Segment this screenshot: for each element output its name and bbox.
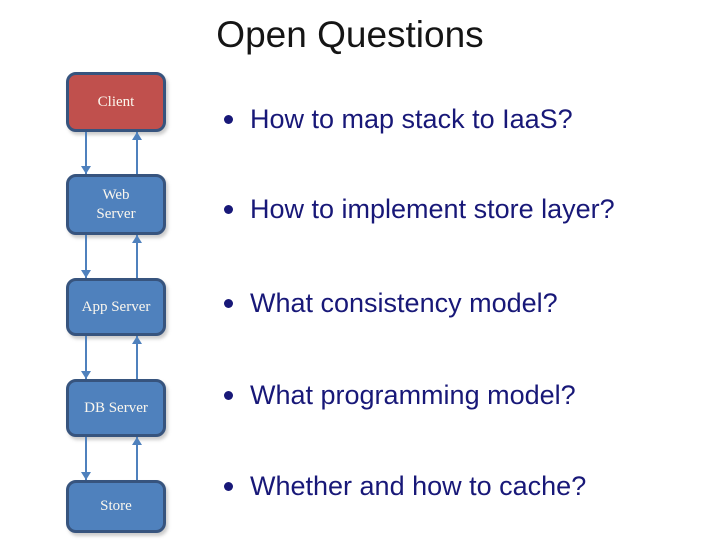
stack-node-label: Store: [100, 498, 132, 515]
bullet-item: What consistency model?: [224, 285, 558, 321]
bullet-text: What consistency model?: [250, 287, 558, 318]
connector-line-down: [85, 132, 87, 174]
arrow-up-icon: [132, 132, 142, 140]
slide-title: Open Questions: [216, 14, 484, 55]
bullet-item: How to map stack to IaaS?: [224, 101, 573, 137]
connector-dbserver-store: [66, 437, 166, 480]
arrow-down-icon: [81, 166, 91, 174]
bullet-item: Whether and how to cache?: [224, 468, 586, 504]
arrow-up-icon: [132, 437, 142, 445]
connector-line-down: [85, 336, 87, 379]
connector-line-up: [136, 336, 138, 379]
connector-line-up: [136, 132, 138, 174]
bullet-item: What programming model?: [224, 377, 576, 413]
connector-line-down: [85, 437, 87, 480]
connector-line-up: [136, 437, 138, 480]
connector-line-down: [85, 235, 87, 278]
stack-node-label: App Server: [81, 298, 151, 315]
stack-node-label: DB Server: [84, 399, 148, 416]
bullet-icon: [224, 390, 233, 400]
bullet-text: Whether and how to cache?: [250, 470, 587, 501]
stack-node-client: Client: [66, 72, 166, 132]
bullet-icon: [224, 298, 233, 308]
stack-node-web-server: Web Server: [66, 174, 166, 235]
arrow-down-icon: [81, 472, 91, 480]
stack-node-label: Web Server: [96, 186, 136, 222]
connector-client-webserver: [66, 132, 166, 174]
stack-node-app-server: App Server: [66, 278, 166, 336]
connector-appserver-dbserver: [66, 336, 166, 379]
bullet-icon: [224, 204, 233, 214]
stack-node-label: Client: [97, 93, 135, 110]
arrow-down-icon: [81, 270, 91, 278]
arrow-up-icon: [132, 336, 142, 344]
bullet-text: What programming model?: [250, 379, 576, 410]
bullet-text: How to map stack to IaaS?: [250, 103, 573, 134]
bullet-item: How to implement store layer?: [224, 191, 615, 227]
bullet-icon: [224, 481, 233, 491]
stack-node-db-server: DB Server: [66, 379, 166, 437]
connector-line-up: [136, 235, 138, 278]
connector-webserver-appserver: [66, 235, 166, 278]
bullet-icon: [224, 114, 233, 124]
stack-node-store: Store: [66, 480, 166, 533]
arrow-down-icon: [81, 371, 91, 379]
bullet-text: How to implement store layer?: [250, 193, 615, 224]
arrow-up-icon: [132, 235, 142, 243]
